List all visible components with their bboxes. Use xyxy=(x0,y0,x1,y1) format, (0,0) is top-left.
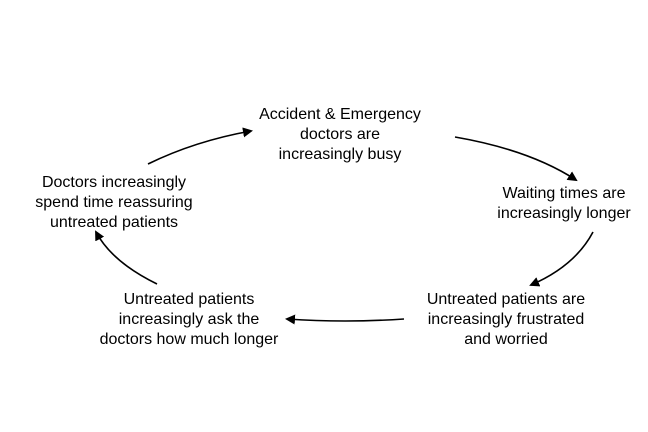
node-waiting-times-longer: Waiting times are increasingly longer xyxy=(476,184,648,224)
node-text-line: Waiting times are xyxy=(502,185,626,202)
arrow-waiting-to-frustrated xyxy=(529,231,594,287)
node-text-line: increasingly busy xyxy=(278,146,402,163)
arrow-reassuring-to-busy xyxy=(147,127,253,165)
node-doctors-reassuring: Doctors increasingly spend time reassuri… xyxy=(16,173,212,233)
arrow-ask-to-reassuring xyxy=(95,230,158,285)
node-text-line: doctors are xyxy=(299,126,381,143)
node-text-line: doctors how much longer xyxy=(99,331,279,348)
node-a-e-doctors-busy: Accident & Emergency doctors are increas… xyxy=(250,105,430,165)
node-patients-ask: Untreated patients increasingly ask the … xyxy=(76,290,302,350)
node-text-line: Doctors increasingly xyxy=(41,174,187,191)
arrow-busy-to-waiting xyxy=(454,136,578,182)
node-text-line: increasingly longer xyxy=(497,205,631,222)
node-text-line: increasingly ask the xyxy=(118,311,260,328)
arrow-frustrated-to-ask xyxy=(285,314,405,325)
node-text-line: Accident & Emergency xyxy=(259,106,421,123)
node-text-line: Untreated patients are xyxy=(426,291,586,308)
node-text-line: spend time reassuring xyxy=(35,194,193,211)
node-patients-frustrated: Untreated patients are increasingly frus… xyxy=(412,290,600,350)
node-text-line: Untreated patients xyxy=(123,291,255,308)
node-text-line: untreated patients xyxy=(49,214,179,231)
node-text-line: increasingly frustrated xyxy=(427,311,585,328)
node-text-line: and worried xyxy=(464,331,548,348)
